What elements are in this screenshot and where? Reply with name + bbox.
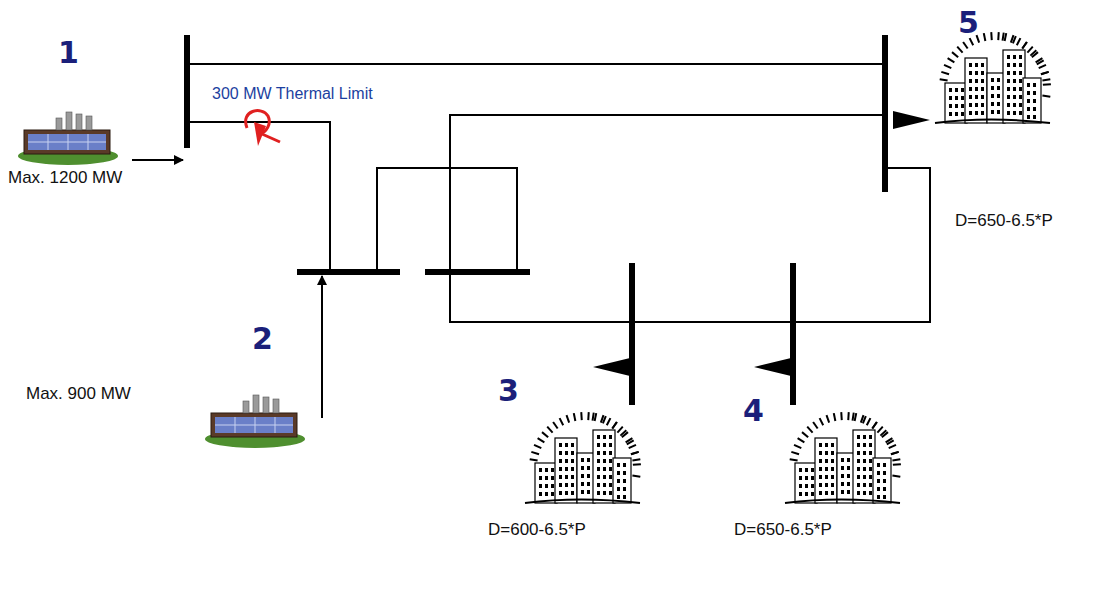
transmission-line [187,64,930,322]
generator-capacity: Max. 900 MW [26,384,131,404]
power-plant-icon [205,395,305,448]
thermal-limit-label: 300 MW Thermal Limit [212,85,373,103]
bus-bar [187,35,885,405]
city-icon [785,412,901,503]
bus-number: 4 [743,394,764,429]
bus-number: 2 [252,322,273,357]
city-icon [525,412,641,503]
bus-number: 5 [958,6,979,41]
demand-function: D=650-6.5*P [955,211,1053,231]
generator-arrow [132,160,322,418]
generator-capacity: Max. 1200 MW [8,168,122,188]
bus-number: 3 [498,374,519,409]
demand-function: D=600-6.5*P [488,520,586,540]
load-arrow [593,111,930,376]
thermal-limit-arrow [246,111,280,146]
demand-function: D=650-6.5*P [734,520,832,540]
power-plant-icon [18,112,118,165]
bus-number: 1 [58,36,79,71]
city-icon [935,32,1051,123]
